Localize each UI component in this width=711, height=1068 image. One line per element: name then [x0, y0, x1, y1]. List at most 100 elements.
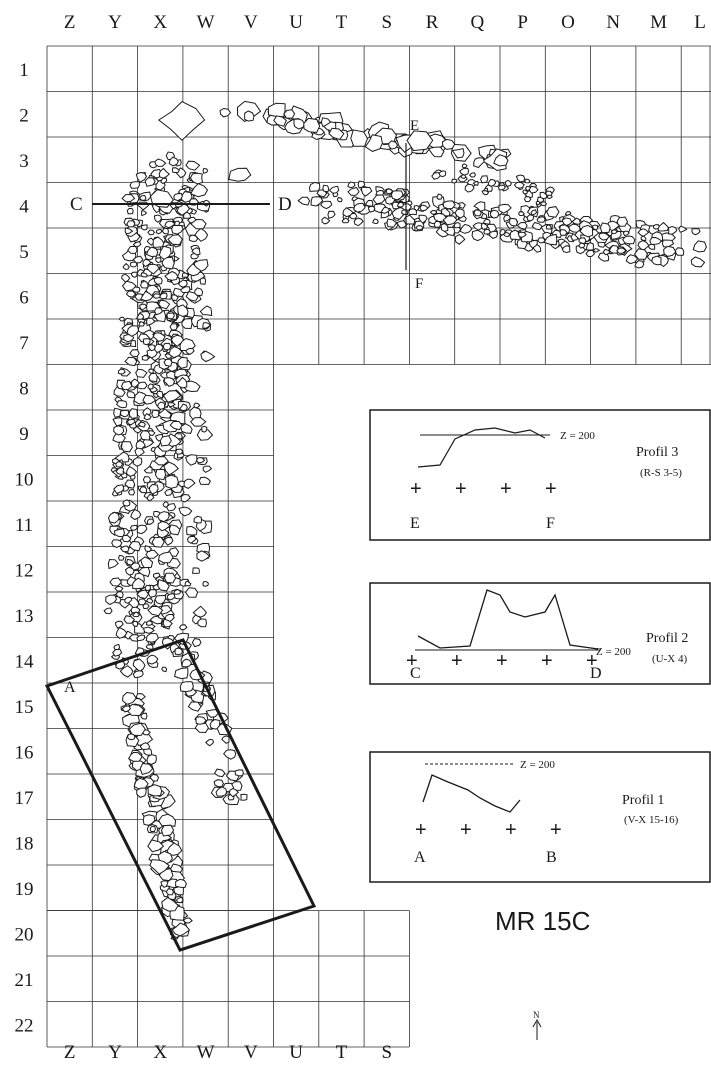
profile-2-subtitle: (U-X 4)	[652, 653, 687, 665]
stone	[273, 115, 287, 127]
stone	[176, 376, 188, 389]
stone	[115, 591, 124, 599]
stone	[183, 211, 192, 219]
stone	[139, 762, 154, 776]
stone	[195, 716, 207, 725]
stone	[128, 540, 142, 552]
stone	[136, 524, 148, 535]
stone	[140, 556, 154, 569]
stone	[135, 312, 145, 320]
stone	[126, 325, 140, 337]
stone	[171, 224, 184, 235]
stone	[598, 232, 611, 241]
row-label: 2	[19, 105, 29, 126]
stone	[139, 742, 151, 750]
stone	[342, 207, 354, 218]
stone	[518, 211, 526, 217]
stone	[146, 317, 156, 327]
stone	[591, 224, 599, 231]
stone	[127, 245, 138, 255]
stone	[184, 580, 192, 587]
stone	[190, 218, 207, 230]
stone	[155, 228, 163, 235]
stone	[164, 474, 179, 489]
stone	[466, 178, 478, 188]
stone	[451, 147, 465, 159]
stone	[113, 528, 126, 538]
row-label: 8	[19, 378, 29, 399]
profile-2-end: D	[590, 665, 602, 682]
stone	[522, 189, 528, 195]
column-label: U	[289, 1042, 303, 1063]
stone	[137, 598, 147, 606]
profile-2-title: Profil 2	[646, 631, 688, 646]
stone	[154, 468, 167, 481]
svg-text:+: +	[500, 478, 512, 500]
stone	[151, 409, 160, 419]
stone	[663, 245, 677, 257]
row-label: 7	[19, 333, 29, 354]
svg-text:+: +	[451, 650, 463, 672]
stone	[191, 637, 202, 648]
stone	[196, 550, 211, 562]
column-label: X	[153, 1042, 167, 1063]
stone	[427, 146, 445, 158]
stone	[489, 230, 498, 239]
stone	[175, 878, 187, 889]
stone	[213, 779, 224, 788]
profile-3-subtitle: (R-S 3-5)	[640, 467, 682, 479]
stone	[472, 222, 484, 231]
stone	[328, 127, 345, 141]
stone	[158, 167, 171, 179]
stone	[113, 643, 121, 651]
stone	[480, 222, 489, 230]
stone	[640, 235, 647, 242]
site-label: MR 15C	[495, 906, 590, 936]
stone	[159, 435, 172, 447]
row-label: 3	[19, 151, 29, 172]
stone	[139, 290, 154, 302]
stone	[503, 214, 511, 223]
stone	[578, 237, 587, 245]
stone	[169, 420, 183, 431]
stone	[535, 200, 541, 206]
stone	[461, 163, 468, 169]
stone	[142, 814, 156, 826]
stone	[178, 624, 188, 631]
stone	[213, 768, 226, 778]
column-label: R	[426, 12, 439, 33]
stone	[107, 511, 120, 524]
stone	[579, 224, 594, 238]
stone	[523, 196, 532, 203]
stone	[115, 626, 128, 639]
stone	[637, 240, 650, 252]
stone	[121, 705, 131, 713]
stone	[347, 186, 360, 196]
stone	[161, 227, 169, 235]
stone	[139, 430, 151, 441]
stone	[118, 316, 125, 322]
stone	[433, 221, 442, 228]
stone	[147, 839, 165, 853]
stone	[464, 183, 475, 193]
stone	[117, 368, 126, 375]
stone	[585, 249, 596, 258]
stone	[128, 408, 138, 419]
stone	[145, 620, 154, 626]
stone	[473, 209, 482, 217]
stone	[388, 140, 399, 150]
stone	[111, 539, 123, 548]
stone	[127, 488, 136, 496]
column-label: U	[289, 12, 303, 33]
stone	[531, 221, 543, 231]
stone	[157, 408, 172, 419]
stone	[122, 499, 131, 507]
stone	[162, 500, 169, 508]
stone	[161, 666, 168, 673]
stone	[386, 218, 398, 228]
stone	[539, 191, 548, 200]
stone	[610, 229, 618, 235]
stone	[132, 620, 139, 628]
marker-e: E	[410, 118, 419, 134]
